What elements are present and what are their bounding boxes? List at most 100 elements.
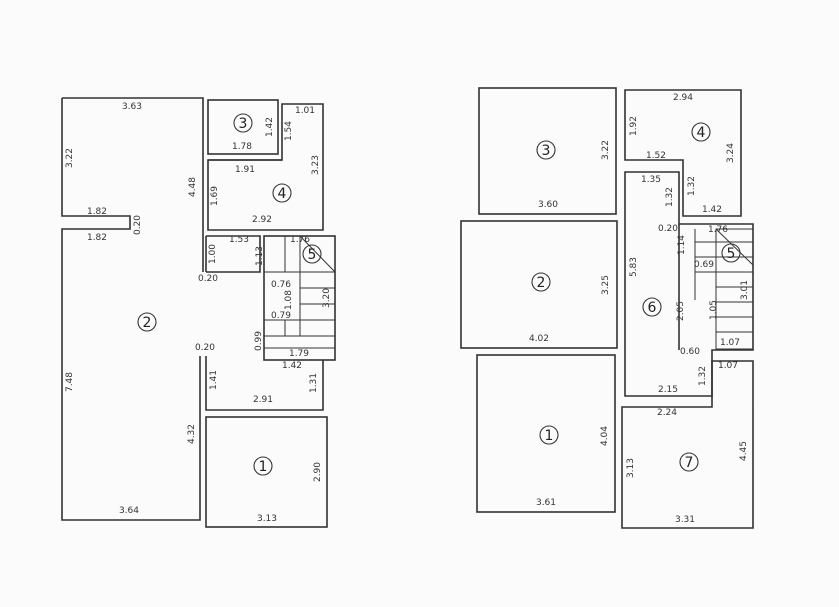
room-4-circle — [272, 183, 292, 203]
room-number: 4 — [697, 125, 706, 141]
dimension-label: 1.69 — [210, 186, 220, 206]
stair-treads — [694, 228, 754, 350]
dimension-label: 1.00 — [208, 244, 218, 264]
dimension-label: 1.78 — [232, 142, 252, 152]
dimension-label: 3.61 — [536, 498, 556, 508]
room-number: 2 — [537, 275, 546, 291]
dimension-label: 0.99 — [254, 331, 264, 351]
dimension-label: 1.14 — [677, 235, 687, 255]
room-number: 1 — [259, 459, 268, 475]
dimension-label: 3.24 — [726, 143, 736, 163]
dimension-label: 3.23 — [311, 155, 321, 175]
room-6-circle — [642, 297, 662, 317]
room-number: 5 — [308, 247, 317, 263]
dimension-label: 5.83 — [629, 257, 639, 277]
dimension-label: 1.32 — [665, 187, 675, 207]
dimension-label: 1.54 — [284, 121, 294, 141]
room-7-circle — [679, 452, 699, 472]
dimension-label: 3.25 — [601, 275, 611, 295]
dimension-label: 3.20 — [322, 288, 332, 308]
room-2-walls — [61, 97, 204, 521]
room-2-circle — [137, 312, 157, 332]
dimension-label: 1.52 — [646, 151, 666, 161]
dimension-label: 1.42 — [702, 205, 722, 215]
room-5-circle — [721, 243, 741, 263]
room-2-circle — [531, 272, 551, 292]
room-number: 4 — [278, 186, 287, 202]
dimension-label: 7.48 — [65, 372, 75, 392]
dimension-label: 0.20 — [133, 215, 143, 235]
dimension-label: 0.79 — [271, 311, 291, 321]
room-number: 2 — [143, 315, 152, 331]
dimension-label: 3.31 — [675, 515, 695, 525]
dimension-label: 3.63 — [122, 102, 142, 112]
dimension-label: 1.92 — [629, 116, 639, 136]
left-floor-plan: 2 3 4 5 1 3.63 3.22 4.48 1.82 0.20 1.82 … — [61, 97, 336, 528]
room-3-circle — [536, 140, 556, 160]
dimension-label: 1.07 — [718, 361, 738, 371]
room-5-circle — [302, 244, 322, 264]
dimension-label: 2.24 — [657, 408, 677, 418]
corridor-walls — [205, 356, 324, 411]
room-3-walls — [207, 99, 279, 155]
room-6-walls — [624, 171, 754, 397]
dimension-label: 0.20 — [198, 274, 218, 284]
dimension-label: 1.82 — [87, 207, 107, 217]
dimension-label: 1.01 — [295, 106, 315, 116]
dimension-label: 1.07 — [720, 338, 740, 348]
room-number: 7 — [685, 455, 694, 471]
dimension-label: 4.02 — [529, 334, 549, 344]
dimension-label: 1.42 — [265, 117, 275, 137]
dimension-label: 1.08 — [284, 290, 294, 310]
dimension-label: 1.31 — [309, 373, 319, 393]
dimension-label: 1.35 — [641, 175, 661, 185]
dimension-label: 2.94 — [673, 93, 693, 103]
dimension-label: 2.90 — [313, 462, 323, 482]
dimension-label: 4.45 — [739, 441, 749, 461]
dimension-label: 4.48 — [188, 177, 198, 197]
room-number: 3 — [542, 143, 551, 159]
dimension-label: 2.91 — [253, 395, 273, 405]
room-1-circle — [539, 425, 559, 445]
dimension-label: 3.60 — [538, 200, 558, 210]
dimension-label: 3.13 — [626, 458, 636, 478]
dimension-label: 1.82 — [87, 233, 107, 243]
dimension-label: 4.04 — [600, 426, 610, 446]
dimension-label: 2.15 — [658, 385, 678, 395]
dimension-label: 2.05 — [676, 301, 686, 321]
dimension-label: 3.22 — [65, 148, 75, 168]
dimension-label: 3.01 — [740, 280, 750, 300]
dimension-label: 0.20 — [658, 224, 678, 234]
dimension-label: 0.20 — [195, 343, 215, 353]
dimension-label: 4.32 — [187, 424, 197, 444]
room-1-walls — [205, 416, 328, 528]
dimension-label: 2.92 — [252, 215, 272, 225]
dimension-label: 1.53 — [229, 235, 249, 245]
dimension-label: 1.42 — [282, 361, 302, 371]
dimension-label: 0.76 — [271, 280, 291, 290]
room-4-walls — [624, 89, 742, 217]
room-1-walls — [476, 354, 616, 513]
room-number: 1 — [545, 428, 554, 444]
room-7-walls — [621, 360, 754, 529]
room-1-circle — [253, 456, 273, 476]
right-floor-plan: 3 2 1 4 6 5 7 3.22 3.60 3.25 4.02 4.04 3… — [460, 87, 754, 529]
dimension-label: 3.13 — [257, 514, 277, 524]
dimension-label: 1.05 — [709, 300, 719, 320]
dimension-label: 0.60 — [680, 347, 700, 357]
dimension-label: 1.32 — [698, 366, 708, 386]
dimension-label: 1.76 — [708, 225, 728, 235]
dimension-label: 3.22 — [601, 140, 611, 160]
dimension-label: 0.69 — [694, 260, 714, 270]
dimension-label: 1.13 — [255, 246, 265, 266]
dimension-label: 3.64 — [119, 506, 139, 516]
dimension-label: 1.76 — [290, 235, 310, 245]
dimension-label: 1.79 — [289, 349, 309, 359]
room-number: 5 — [727, 246, 736, 262]
dimension-label: 1.41 — [209, 370, 219, 390]
room-number: 3 — [239, 116, 248, 132]
stair-treads — [264, 235, 336, 349]
dimension-label: 1.32 — [687, 176, 697, 196]
room-4-circle — [691, 122, 711, 142]
